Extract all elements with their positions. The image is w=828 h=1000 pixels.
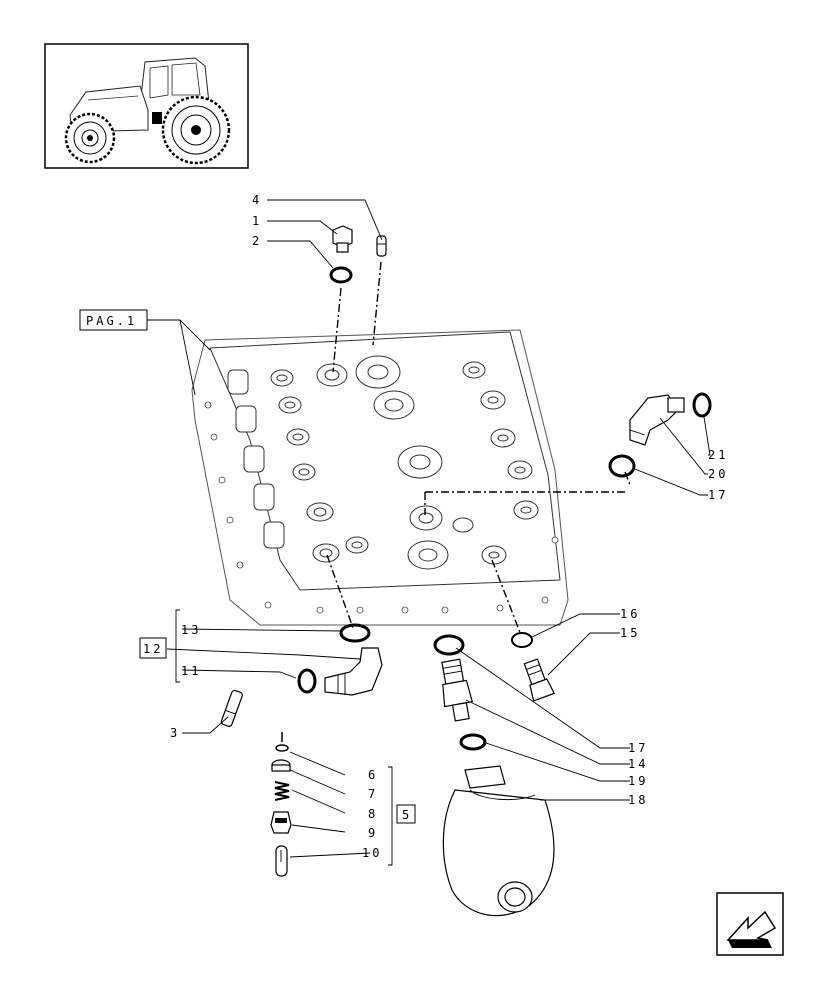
part-plug-1 [332,225,353,253]
callout-21: 21 [708,448,728,462]
part-oring-17-lower [433,634,465,656]
part-oring-21 [692,392,712,418]
next-page-arrow-icon[interactable] [716,892,784,956]
callout-18: 18 [628,793,648,807]
callout-14: 14 [628,757,648,771]
group-label-5: 5 [402,808,412,822]
callout-4: 4 [252,193,262,207]
group-label-12: 12 [143,642,163,656]
callout-6: 6 [368,768,378,782]
callout-11: 11 [181,664,201,678]
part-elbow-12 [324,647,383,696]
part-oring-13 [339,623,371,643]
part-screw-3 [220,689,243,727]
callout-9: 9 [368,826,378,840]
part-pin-4 [376,235,387,257]
part-oring-17-upper [608,454,636,478]
leader-lines [147,199,711,858]
group-bracket-6-10 [388,766,393,866]
callout-19: 19 [628,774,648,788]
page-ref-box [79,309,148,331]
group-bracket-13-11 [175,609,180,683]
callout-8: 8 [368,807,378,821]
callout-20: 20 [708,467,728,481]
group-box-12 [139,637,167,659]
part-accumulator-18 [442,765,555,917]
callout-labels: 4 1 2 13 11 3 6 7 8 9 10 16 15 17 14 19 … [170,193,728,860]
callout-15: 15 [620,626,640,640]
valve-block-body [191,329,569,626]
callout-17-upper: 17 [708,488,728,502]
callout-7: 7 [368,787,378,801]
part-pin-10 [275,845,288,877]
tractor-thumbnail-icon [44,43,249,169]
parts [220,225,712,917]
part-spool-9 [270,811,292,834]
callout-13: 13 [181,623,201,637]
callout-1: 1 [252,214,262,228]
callout-16: 16 [620,607,640,621]
part-elbow-20 [629,394,685,446]
part-spring-8 [274,780,290,802]
part-oring-19 [459,733,487,751]
part-washer-16 [511,632,533,648]
part-adapter-14 [441,658,473,722]
callout-3: 3 [170,726,180,740]
part-oring-11 [297,668,317,694]
callout-10: 10 [362,846,382,860]
part-ring-6 [275,744,289,752]
part-oring-2 [329,266,353,284]
part-fitting-15 [523,658,556,702]
callout-2: 2 [252,234,262,248]
callout-17-lower: 17 [628,741,648,755]
group-box-5 [396,804,416,824]
part-cap-7 [271,759,291,772]
assembly-centerlines [326,261,631,636]
page-ref-label: PAG.1 [86,314,137,328]
